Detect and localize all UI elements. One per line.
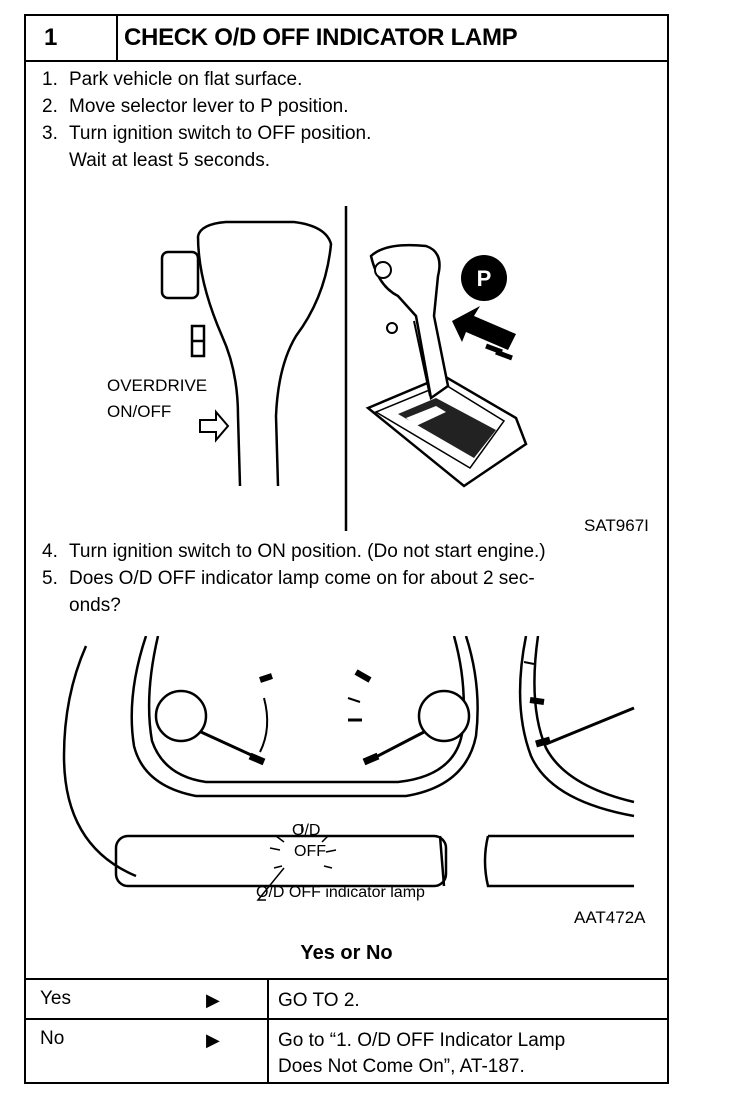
instruction-3: 3. Turn ignition switch to OFF position. (42, 120, 371, 147)
cluster-outline (62, 636, 635, 888)
answer-left-cell: Yes ▶ (26, 980, 269, 1018)
instruction-5-continuation: onds? (69, 595, 121, 616)
selector-lever-figure: P (160, 206, 528, 531)
lamp-glow-icon (269, 824, 337, 869)
park-badge-icon (461, 255, 507, 301)
answer-action-line: Go to “1. O/D OFF Indicator Lamp (278, 1030, 566, 1051)
callout-leader-line (256, 867, 285, 901)
instruction-3-continuation: Wait at least 5 seconds. (69, 150, 271, 171)
overdrive-arrow-icon (199, 409, 230, 443)
lamp-label-line1: O/D (292, 822, 321, 839)
figure2-code: AAT472A (574, 908, 646, 927)
step-title: CHECK O/D OFF INDICATOR LAMP (124, 24, 518, 51)
instruction-number: 1. (42, 69, 58, 90)
park-badge-letter: P (477, 266, 492, 291)
speedometer-dial-icon (154, 673, 273, 766)
answer-left-cell: No ▶ (26, 1020, 269, 1084)
arrow-right-icon: ▶ (206, 1030, 220, 1050)
answer-action-line: Does Not Come On”, AT-187. (278, 1056, 525, 1077)
step-header: 1 CHECK O/D OFF INDICATOR LAMP (26, 16, 667, 62)
gauge-dial-icon (523, 661, 635, 748)
instruction-text: Park vehicle on flat surface. (69, 69, 303, 90)
overdrive-label-line1: OVERDRIVE (107, 376, 208, 395)
answer-key: Yes (40, 988, 71, 1009)
answer-row-no: No ▶ Go to “1. O/D OFF Indicator Lamp Do… (26, 1020, 667, 1084)
instruction-1: 1. Park vehicle on flat surface. (42, 66, 302, 93)
instruction-text: Turn ignition switch to ON position. (Do… (69, 541, 546, 562)
answer-table: Yes ▶ GO TO 2. No ▶ Go to “1. O/D OFF In… (26, 978, 667, 1084)
step-number: 1 (26, 16, 118, 60)
instruction-2: 2. Move selector lever to P position. (42, 93, 349, 120)
instrument-cluster-figure (62, 636, 635, 901)
shift-gate-illustration (365, 243, 528, 488)
instruction-number: 2. (42, 96, 58, 117)
instruction-number: 3. (42, 123, 58, 144)
instruction-number: 5. (42, 568, 58, 589)
answer-action-line: GO TO 2. (278, 990, 360, 1011)
instruction-text: Move selector lever to P position. (69, 96, 349, 117)
figure1-code: SAT967I (584, 516, 649, 535)
lamp-callout-label: O/D OFF indicator lamp (256, 884, 425, 901)
answer-row-yes: Yes ▶ GO TO 2. (26, 980, 667, 1020)
instruction-text: Does O/D OFF indicator lamp come on for … (69, 568, 535, 589)
instruction-text: Turn ignition switch to OFF position. (69, 123, 372, 144)
answer-action: GO TO 2. (278, 988, 360, 1014)
overdrive-label-line2: ON/OFF (107, 402, 172, 421)
question-label: Yes or No (300, 942, 393, 964)
push-direction-arrow-icon (452, 306, 516, 361)
instruction-4: 4. Turn ignition switch to ON position. (… (42, 538, 546, 565)
answer-key: No (40, 1028, 65, 1049)
answer-action: Go to “1. O/D OFF Indicator Lamp Does No… (278, 1028, 565, 1080)
lamp-label-line2: OFF (294, 843, 326, 860)
instruction-number: 4. (42, 541, 58, 562)
instruction-5: 5. Does O/D OFF indicator lamp come on fo… (42, 565, 535, 592)
procedure-table: 1 CHECK O/D OFF INDICATOR LAMP 1. Park ve… (24, 14, 669, 1084)
tachometer-dial-icon (347, 669, 471, 766)
arrow-right-icon: ▶ (206, 990, 220, 1010)
shift-knob-illustration (160, 220, 333, 487)
